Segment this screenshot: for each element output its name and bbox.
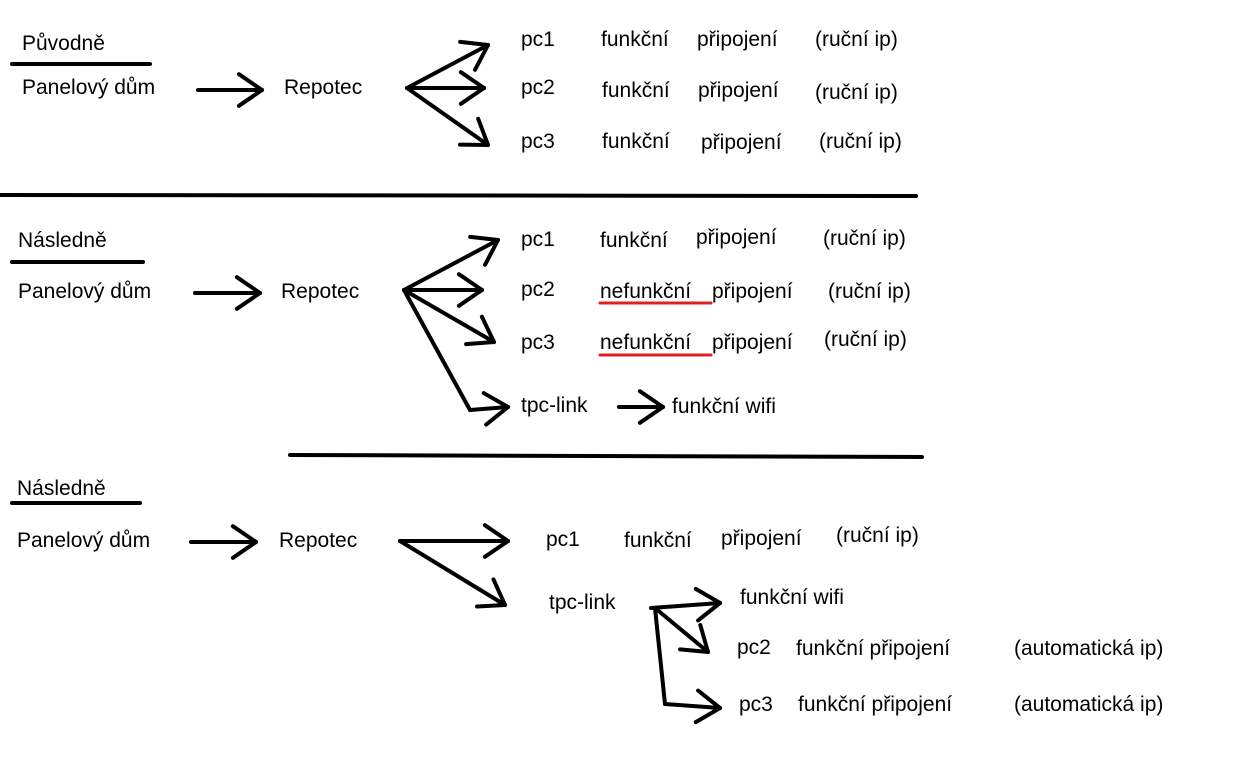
source-node: Panelový dům (18, 280, 152, 303)
arrow-line (402, 288, 472, 412)
arrow-head (483, 238, 500, 267)
status-text: funkční (602, 79, 670, 102)
arrow-head (236, 72, 264, 92)
connection-text: připojení (721, 527, 802, 550)
arrow-head (491, 577, 507, 607)
arrow-head (230, 524, 258, 544)
arrow-line (663, 702, 722, 710)
pc-node: pc2 (737, 636, 771, 659)
arrow-head (696, 688, 722, 710)
arrow-head (484, 405, 510, 427)
wifi-text: funkční wifi (740, 586, 844, 609)
arrow-line (649, 601, 722, 610)
arrow-line (468, 405, 510, 412)
connection-text: připojení (696, 226, 777, 249)
connection-text: připojení (697, 28, 778, 51)
section-divider (0, 193, 918, 198)
arrow-head (456, 272, 484, 292)
source-node: Panelový dům (22, 76, 156, 99)
arrow-head (230, 540, 258, 560)
ap-node: tpc-link (549, 591, 616, 614)
arrow-head (678, 647, 710, 654)
ip-text: (ruční ip) (828, 280, 911, 303)
ip-text: (ruční ip) (836, 524, 919, 547)
section-heading: Následně (17, 477, 106, 500)
arrow-head (637, 405, 665, 425)
router-node: Repotec (284, 76, 363, 99)
ip-text: (ruční ip) (824, 328, 907, 351)
arrow-head (693, 586, 722, 605)
pc-node: pc3 (521, 331, 555, 354)
source-node: Panelový dům (17, 529, 151, 552)
arrow-head (476, 116, 490, 147)
arrow-head (236, 88, 264, 108)
arrow-line (402, 288, 496, 344)
status-text: funkční (624, 529, 692, 552)
wifi-text: funkční wifi (672, 395, 776, 418)
pc-node: pc2 (521, 278, 555, 301)
connection-text: připojení (698, 79, 779, 102)
pc-node: pc2 (521, 76, 555, 99)
arrow-head (481, 391, 510, 409)
ip-text: (ruční ip) (819, 130, 902, 153)
connection-text: funkční připojení (798, 693, 953, 716)
arrow-line (653, 606, 667, 706)
arrow-head (458, 39, 490, 47)
status-text: funkční (600, 229, 668, 252)
arrow-line (402, 238, 500, 292)
arrow-line (398, 539, 507, 607)
pc-node: pc3 (739, 693, 773, 716)
connection-text: připojení (701, 131, 782, 154)
arrow-head (479, 314, 496, 344)
arrow-head (698, 623, 710, 654)
arrow-head (473, 43, 490, 72)
arrow-head (234, 291, 262, 311)
arrow-line (653, 606, 710, 654)
connection-text: připojení (712, 331, 793, 354)
connection-text: funkční připojení (796, 637, 951, 660)
pc-node: pc1 (546, 528, 580, 551)
arrow-head (696, 601, 722, 623)
ip-text: (ruční ip) (815, 28, 898, 51)
ap-node: tpc-link (521, 394, 588, 417)
ip-text: (ruční ip) (823, 227, 906, 250)
status-text-error: nefunkční (600, 280, 692, 303)
router-node: Repotec (279, 529, 358, 552)
arrow-head (482, 539, 510, 559)
arrow-head (693, 706, 722, 725)
arrow-head (482, 523, 510, 543)
arrow-head (458, 70, 486, 90)
ip-text: (automatická ip) (1014, 637, 1164, 660)
status-text: funkční (602, 130, 670, 153)
arrow-line (405, 86, 490, 147)
pc-node: pc1 (521, 228, 555, 251)
section-heading: Původně (22, 32, 105, 55)
arrow-head (464, 340, 496, 347)
status-text-error: nefunkční (600, 331, 692, 354)
arrow-head (475, 603, 507, 609)
pc-node: pc3 (521, 130, 555, 153)
arrow-head (458, 86, 486, 106)
arrow-head (234, 275, 262, 295)
arrow-line (405, 43, 490, 90)
arrow-head (468, 234, 500, 242)
pc-node: pc1 (521, 28, 555, 51)
ip-text: (ruční ip) (815, 81, 898, 104)
router-node: Repotec (281, 280, 360, 303)
ip-text: (automatická ip) (1014, 693, 1164, 716)
section-divider (288, 453, 924, 459)
connection-text: připojení (712, 280, 793, 303)
arrow-head (637, 389, 665, 409)
arrow-head (456, 288, 484, 308)
status-text: funkční (601, 28, 669, 51)
section-heading: Následně (18, 229, 107, 252)
